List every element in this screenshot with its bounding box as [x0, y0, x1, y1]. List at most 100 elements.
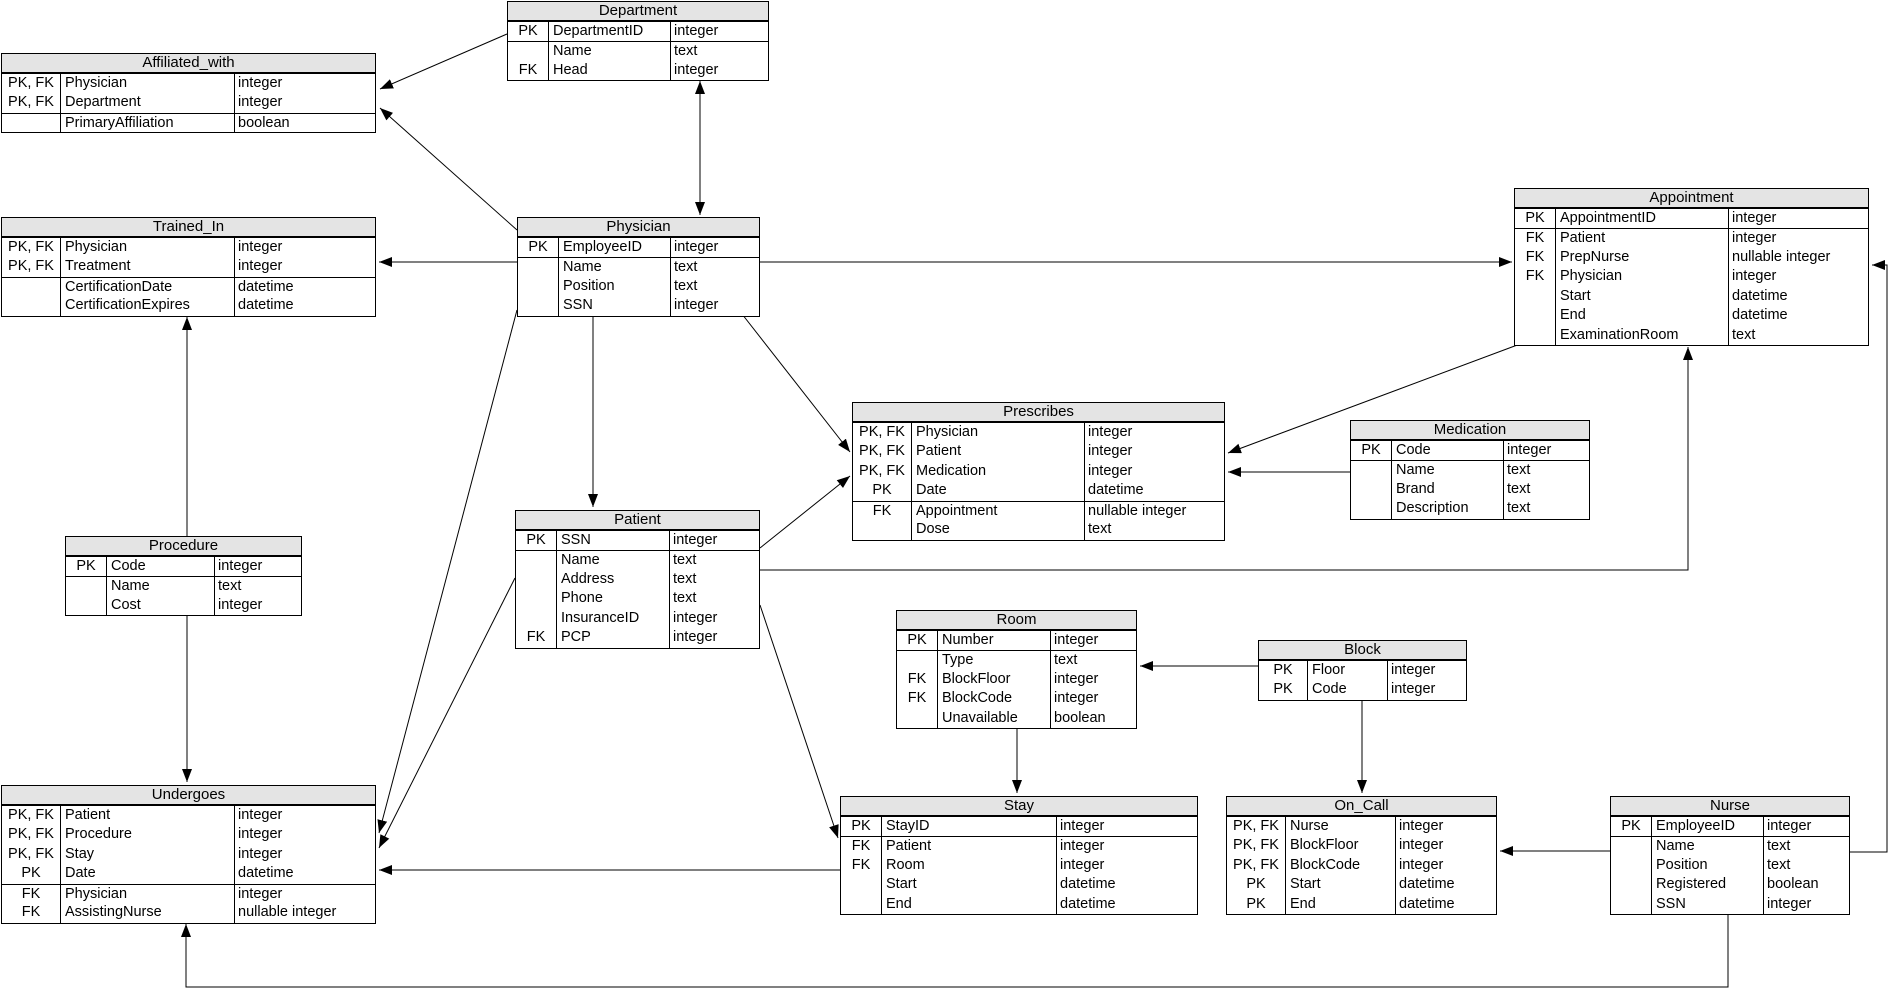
attribute-key	[1351, 499, 1391, 519]
attribute-type: integer	[234, 257, 375, 277]
attribute-name: SSN	[558, 296, 670, 316]
attribute-key: PK	[1361, 441, 1381, 458]
attribute-key: PK, FK	[1233, 817, 1279, 834]
attribute-name: Patient	[911, 442, 1084, 462]
table-title: Physician	[518, 218, 759, 238]
attribute-type: text	[669, 589, 759, 609]
attribute-key	[1515, 306, 1555, 326]
attribute-name: Physician	[1555, 267, 1728, 287]
attribute-type: integer	[1387, 660, 1466, 680]
attribute-type: integer	[1056, 855, 1197, 875]
table-title: Stay	[841, 797, 1197, 817]
attribute-name: Start	[1555, 286, 1728, 306]
attribute-type: boolean	[234, 113, 375, 132]
attribute-key: FK	[1525, 230, 1545, 246]
attribute-type: integer	[1728, 267, 1868, 287]
attribute-key: PK	[1525, 209, 1545, 226]
attribute-key: PK, FK	[859, 423, 905, 440]
attribute-type: datetime	[1084, 481, 1224, 501]
attribute-type: integer	[669, 608, 759, 628]
attribute-type: integer	[1728, 208, 1868, 228]
relation-nurse-to-undergoes	[181, 913, 1729, 988]
attribute-type: integer	[234, 73, 375, 93]
attribute-type: integer	[670, 237, 759, 257]
attribute-key	[518, 258, 558, 277]
attribute-name: Physician	[60, 884, 234, 903]
table-title: Undergoes	[2, 786, 375, 806]
attribute-key: PK, FK	[1233, 856, 1279, 873]
attribute-type: integer	[234, 825, 375, 845]
attribute-key	[2, 114, 60, 133]
attribute-type: datetime	[234, 296, 375, 316]
attribute-key	[2, 278, 60, 297]
attribute-name: Name	[106, 577, 214, 596]
relation-physician-to-affiliated-with	[379, 107, 518, 231]
attribute-key: PK	[1273, 681, 1293, 697]
attribute-type: integer	[234, 884, 375, 903]
attribute-key	[1351, 480, 1391, 500]
table-title: Prescribes	[853, 403, 1224, 423]
attribute-type: integer	[1056, 837, 1197, 856]
attribute-type: datetime	[1728, 286, 1868, 306]
attribute-name: Code	[1307, 680, 1387, 700]
attribute-name: Address	[556, 569, 669, 589]
attribute-key	[841, 875, 881, 895]
attribute-key	[1611, 856, 1651, 876]
attribute-key: PK	[1621, 817, 1641, 834]
attribute-type: integer	[214, 556, 301, 576]
attribute-key: FK	[21, 904, 41, 920]
attribute-name: EmployeeID	[558, 237, 670, 257]
attribute-key	[1611, 895, 1651, 915]
attribute-key	[1515, 287, 1555, 307]
attribute-key	[66, 577, 106, 596]
attribute-type: boolean	[1050, 708, 1136, 728]
relation-patient-to-stay	[759, 604, 839, 839]
attribute-name: Room	[881, 855, 1056, 875]
table-title: Appointment	[1515, 189, 1868, 209]
attribute-name: Appointment	[911, 501, 1084, 520]
relation-appointment-to-prescribes	[1227, 343, 1521, 454]
attribute-name: BlockCode	[937, 689, 1050, 709]
attribute-name: Start	[881, 875, 1056, 895]
attribute-type: datetime	[1056, 894, 1197, 914]
attribute-key: PK, FK	[8, 74, 54, 91]
attribute-name: Name	[548, 42, 670, 61]
table-title: Block	[1259, 641, 1466, 661]
